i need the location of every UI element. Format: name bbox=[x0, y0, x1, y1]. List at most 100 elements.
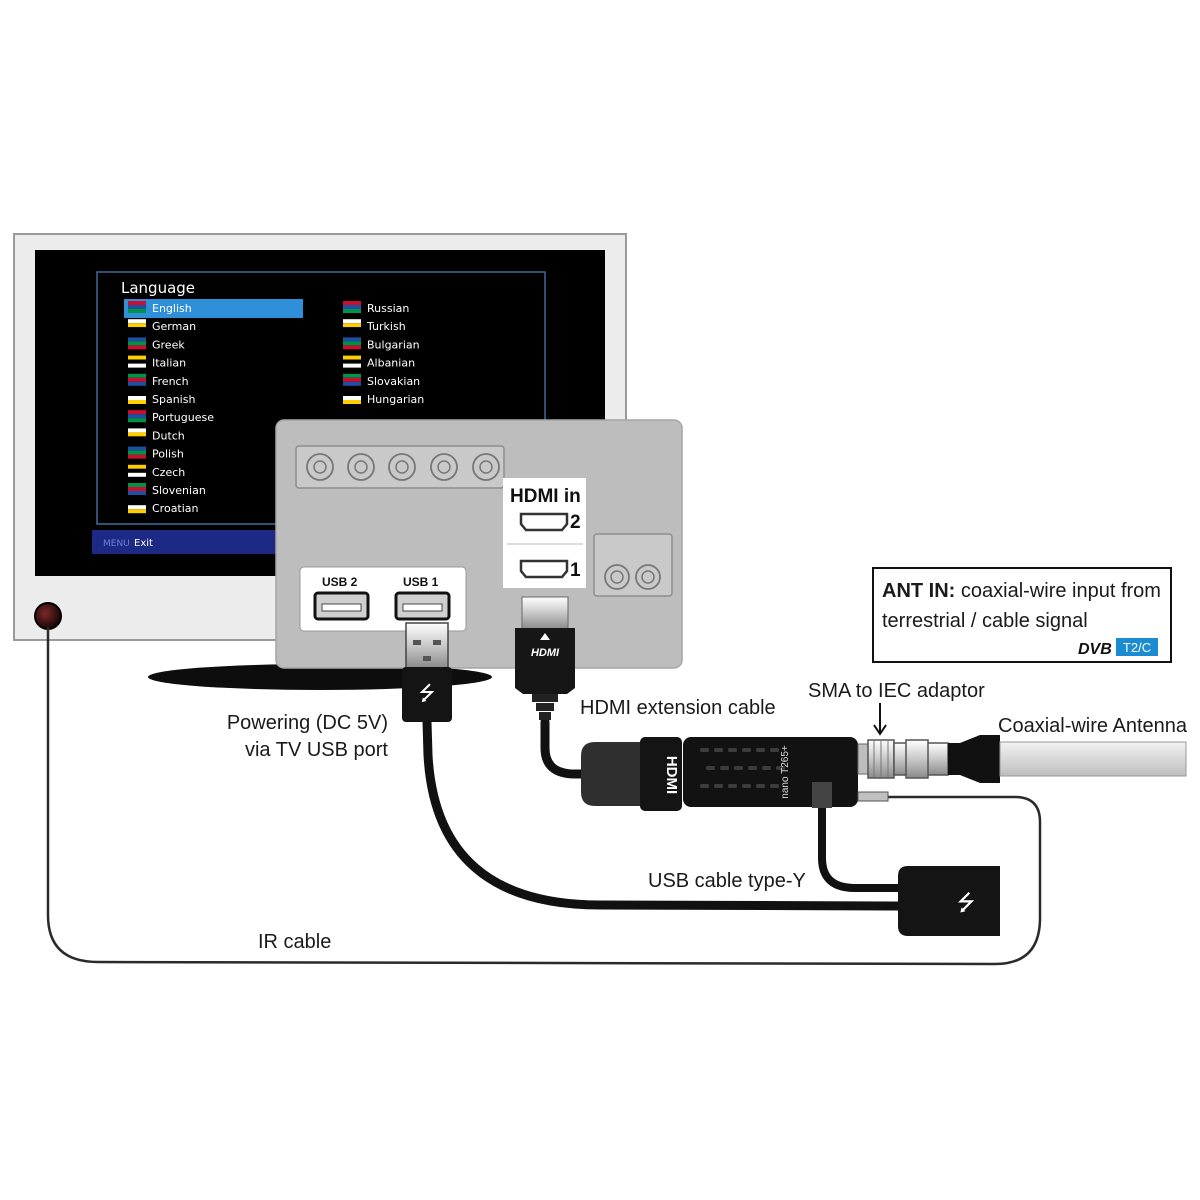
flag-icon bbox=[128, 446, 146, 459]
language-option-albanian[interactable]: Albanian bbox=[343, 355, 415, 370]
usb-1-tongue bbox=[402, 603, 443, 612]
language-option-slovenian[interactable]: Slovenian bbox=[128, 483, 206, 497]
vent-slot bbox=[770, 784, 779, 788]
av-jack bbox=[430, 453, 458, 481]
antenna-jack-right-inner bbox=[641, 570, 655, 584]
language-label: Czech bbox=[152, 466, 185, 479]
hdmi-plug-housing bbox=[515, 628, 575, 694]
ant-in-text-line1: coaxial-wire input from bbox=[955, 580, 1161, 602]
language-label: French bbox=[152, 375, 189, 388]
usb-plug-hole-2 bbox=[433, 640, 441, 645]
diagram-labels: Powering (DC 5V) via TV USB port HDMI ex… bbox=[227, 680, 1188, 953]
usb-2-label: USB 2 bbox=[322, 575, 358, 589]
ir-cable bbox=[46, 626, 1042, 966]
tv-rear-panel: HDMI in 2 1 USB 2 USB 1 bbox=[275, 419, 683, 669]
vent-slot bbox=[728, 784, 737, 788]
language-option-polish[interactable]: Polish bbox=[128, 446, 184, 461]
language-option-greek[interactable]: Greek bbox=[128, 337, 185, 351]
language-option-czech[interactable]: Czech bbox=[128, 464, 185, 479]
hdmi-plug-metal bbox=[521, 596, 569, 630]
antenna-jack-left-inner bbox=[610, 570, 624, 584]
language-option-english[interactable]: English bbox=[128, 301, 192, 315]
language-option-portuguese[interactable]: Portuguese bbox=[128, 410, 214, 424]
vent-slot bbox=[734, 766, 743, 770]
language-label: German bbox=[152, 320, 196, 333]
vent-slot bbox=[714, 784, 723, 788]
ant-in-text-line2: terrestrial / cable signal bbox=[882, 610, 1088, 632]
hdmi-extension-label: HDMI extension cable bbox=[580, 697, 776, 719]
usb-cable-main bbox=[422, 717, 907, 911]
av-jack bbox=[306, 453, 334, 481]
flag-icon bbox=[128, 464, 146, 477]
flag-icon bbox=[128, 501, 146, 514]
sma-adaptor-label: SMA to IEC adaptor bbox=[808, 680, 985, 702]
flag-icon bbox=[128, 373, 146, 386]
vent-slot bbox=[748, 766, 757, 770]
vent-slot bbox=[742, 748, 751, 752]
usb-cable-label: USB cable type-Y bbox=[648, 870, 806, 892]
vent-slot bbox=[720, 766, 729, 770]
hdmi-plug-text: HDMI bbox=[531, 647, 560, 659]
language-option-french[interactable]: French bbox=[128, 373, 189, 388]
menu-right-column: RussianTurkishBulgarianAlbanianSlovakian… bbox=[343, 301, 424, 406]
language-option-dutch[interactable]: Dutch bbox=[128, 428, 185, 442]
language-menu: Language EnglishGermanGreekItalianFrench… bbox=[92, 271, 546, 554]
hdmi-plug-strain-1 bbox=[532, 694, 558, 702]
av-jack bbox=[347, 453, 375, 481]
vent-slot bbox=[728, 748, 737, 752]
language-option-spanish[interactable]: Spanish bbox=[128, 392, 195, 406]
flag-icon bbox=[128, 301, 146, 313]
flag-icon bbox=[128, 337, 146, 350]
vent-slot bbox=[776, 766, 785, 770]
powering-label-line2: via TV USB port bbox=[245, 739, 388, 761]
flag-icon bbox=[128, 319, 146, 332]
hdmi-extension-cable-wire bbox=[540, 717, 591, 779]
antenna-connection bbox=[857, 703, 1187, 783]
language-label: Russian bbox=[367, 302, 409, 315]
hdmi-adapter-cap bbox=[640, 737, 682, 811]
usb-icon: ⭍ bbox=[419, 681, 436, 705]
flag-icon bbox=[343, 337, 361, 350]
language-label: Spanish bbox=[152, 393, 195, 406]
flag-icon bbox=[343, 301, 361, 313]
language-option-hungarian[interactable]: Hungarian bbox=[343, 392, 424, 406]
language-label: Polish bbox=[152, 448, 184, 461]
av-jack bbox=[388, 453, 416, 481]
hdmi-plug-strain-2 bbox=[536, 703, 554, 711]
vent-slot bbox=[700, 748, 709, 752]
language-label: Dutch bbox=[152, 429, 185, 442]
language-option-bulgarian[interactable]: Bulgarian bbox=[343, 337, 420, 351]
language-option-slovakian[interactable]: Slovakian bbox=[343, 373, 420, 388]
flag-icon bbox=[128, 355, 146, 368]
hdmi-plug-strain-3 bbox=[539, 712, 551, 720]
vent-slot bbox=[714, 748, 723, 752]
coax-antenna-label: Coaxial-wire Antenna bbox=[998, 715, 1188, 737]
language-option-russian[interactable]: Russian bbox=[343, 301, 409, 315]
language-option-german[interactable]: German bbox=[128, 319, 196, 333]
flag-icon bbox=[343, 355, 361, 368]
hdmi-in-title: HDMI in bbox=[510, 486, 581, 507]
vent-slot bbox=[706, 766, 715, 770]
ir-jack bbox=[857, 791, 889, 802]
antenna-plug bbox=[948, 735, 1000, 783]
tuner-vents bbox=[700, 748, 785, 788]
hdmi-port-1 bbox=[519, 559, 569, 579]
menu-footer-bar bbox=[92, 530, 278, 554]
menu-footer-action: Exit bbox=[134, 538, 153, 549]
dvb-logo-badge bbox=[1116, 638, 1158, 656]
flag-icon bbox=[128, 410, 146, 423]
language-label: Portuguese bbox=[152, 411, 214, 424]
menu-title: Language bbox=[121, 279, 195, 297]
language-option-turkish[interactable]: Turkish bbox=[343, 319, 406, 333]
antenna-jack-left bbox=[604, 564, 630, 590]
menu-selection-highlight bbox=[124, 299, 303, 318]
language-option-croatian[interactable]: Croatian bbox=[128, 501, 199, 515]
language-label: Slovenian bbox=[152, 484, 206, 497]
hdmi-port-2-number: 2 bbox=[570, 512, 581, 533]
ant-in-bold: ANT IN: bbox=[882, 580, 955, 602]
antenna-jack-right bbox=[635, 564, 661, 590]
language-option-italian[interactable]: Italian bbox=[128, 355, 186, 370]
dvb-logo-text: DVB bbox=[1078, 641, 1112, 658]
usb-plug-hole-3 bbox=[423, 656, 431, 661]
